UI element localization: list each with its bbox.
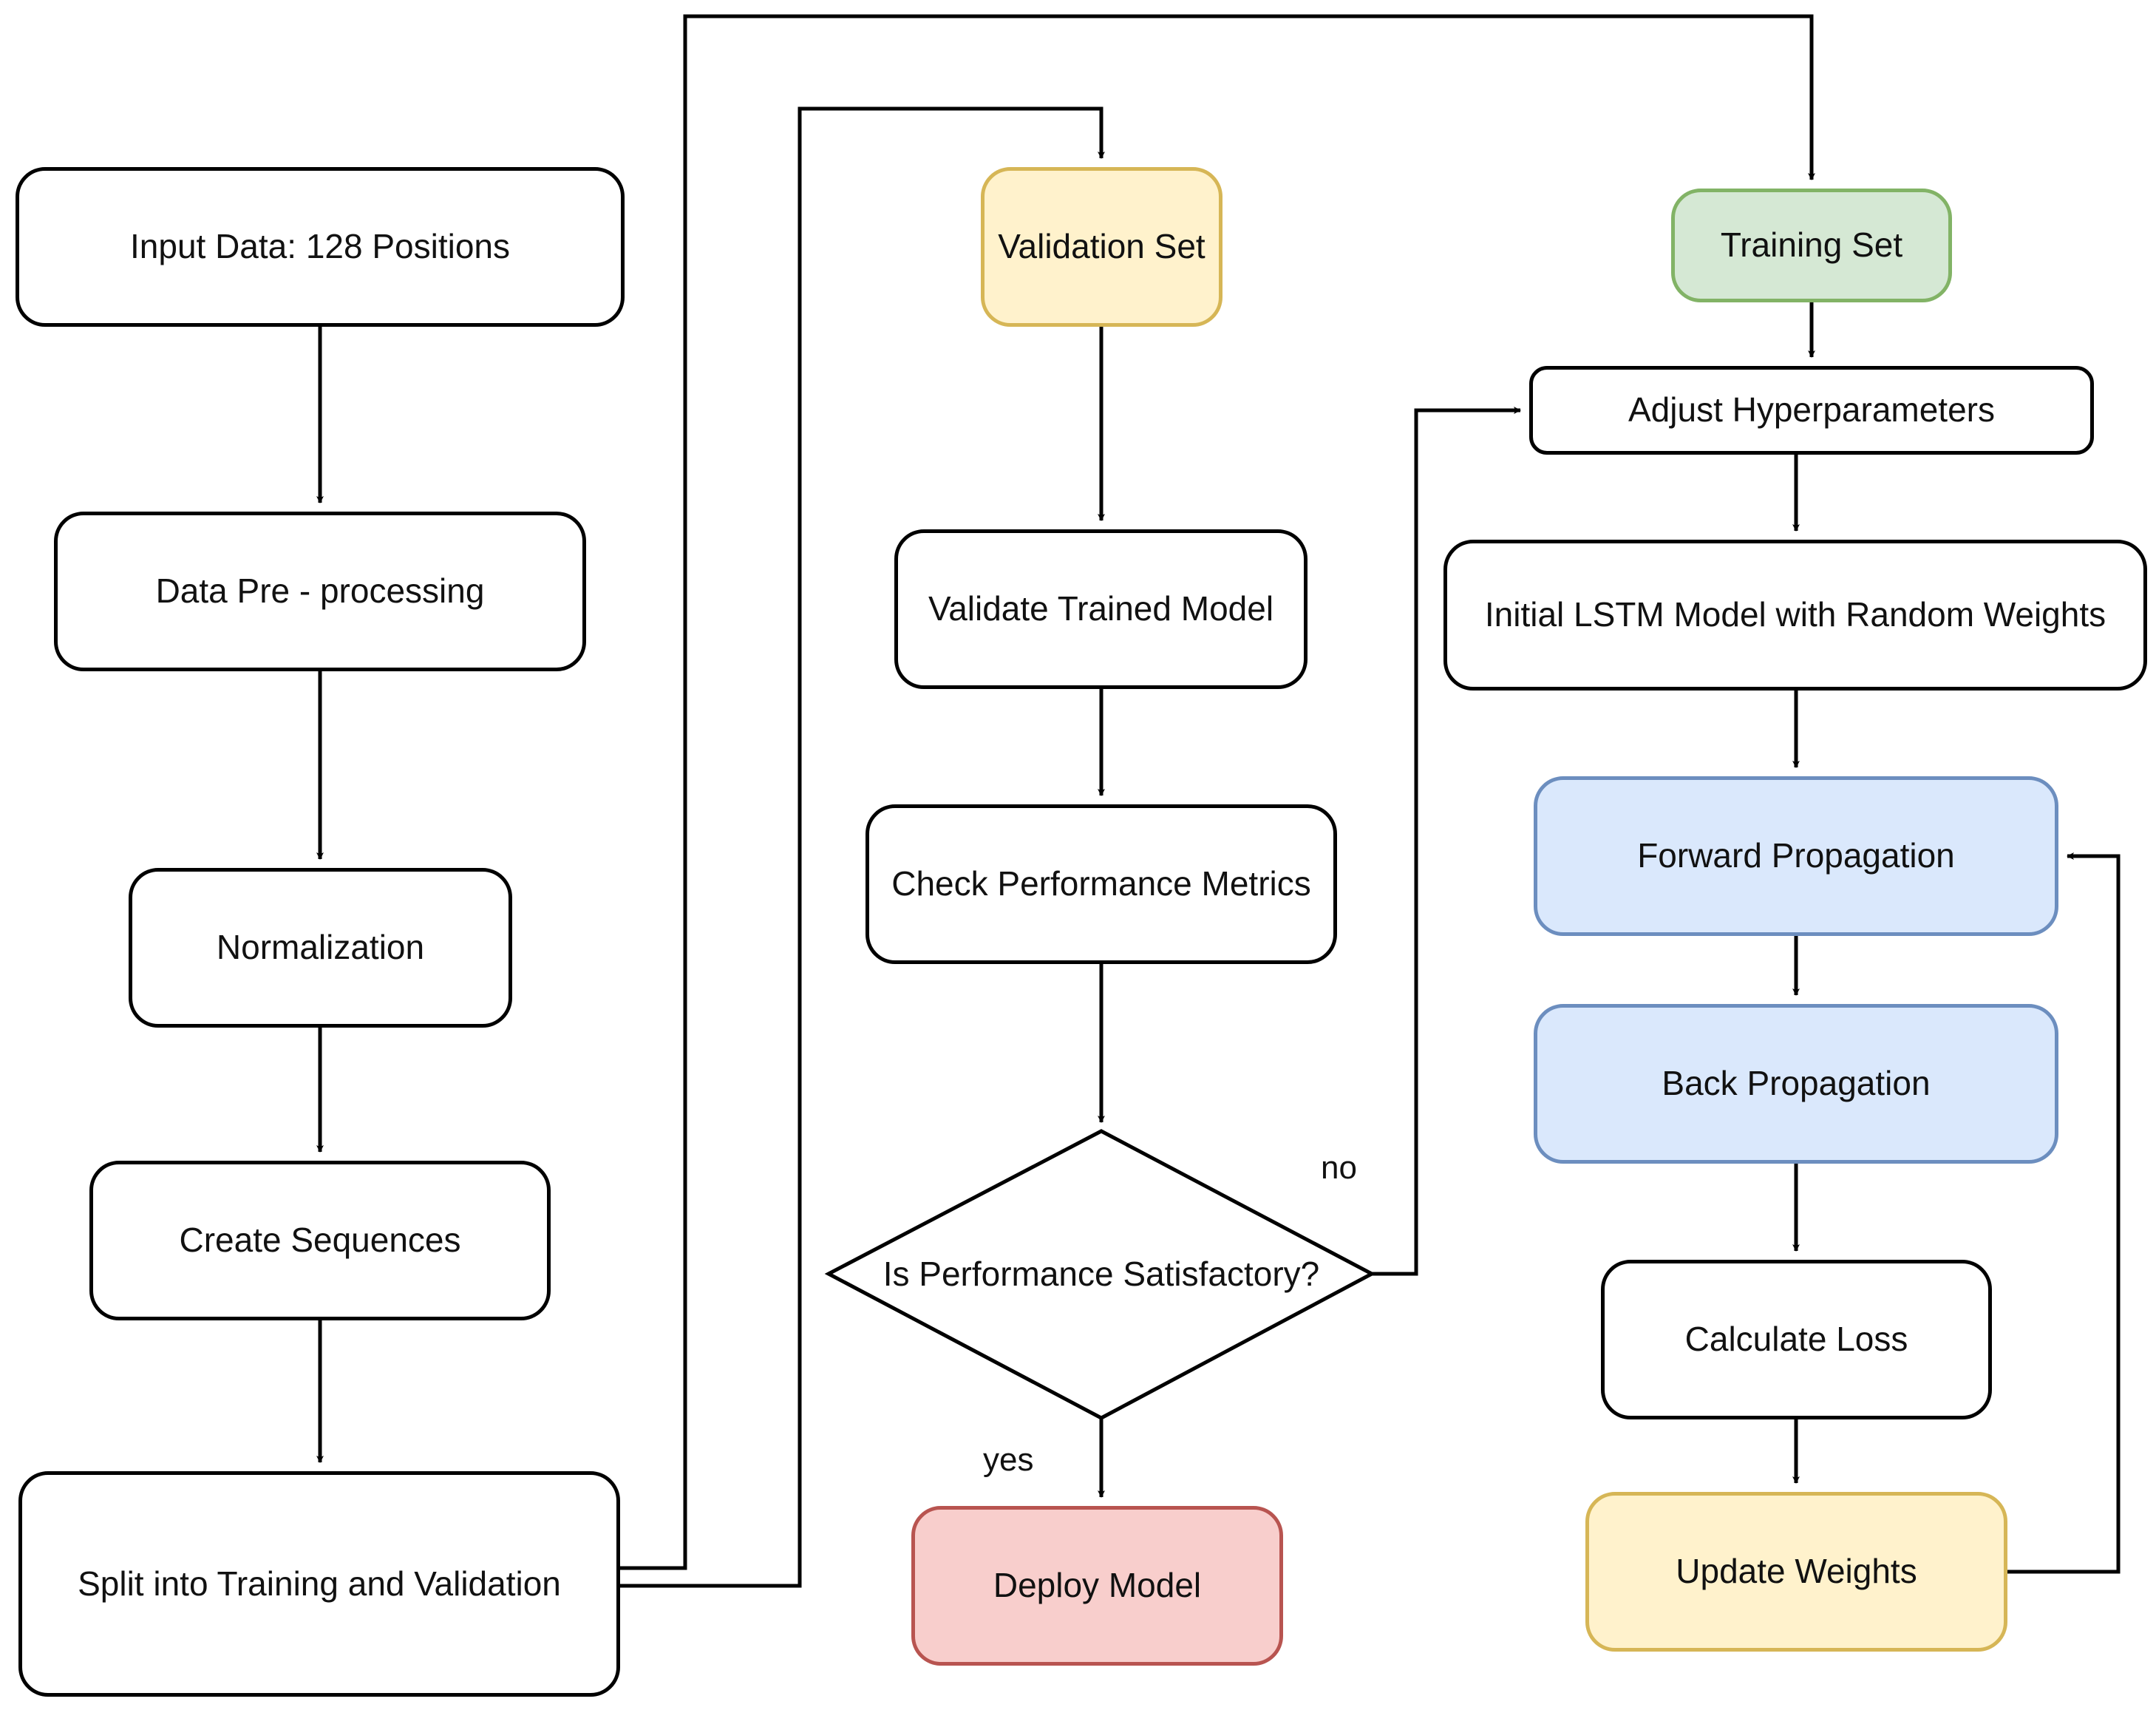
adjust-hyperparameters-node: Adjust Hyperparameters (1529, 366, 2094, 455)
input-data-node: Input Data: 128 Positions (16, 167, 625, 327)
validation-set-label: Validation Set (998, 227, 1205, 266)
edge-decision-no-to-adjust (1372, 407, 1521, 1276)
preprocessing-label: Data Pre - processing (155, 571, 485, 611)
training-set-label: Training Set (1720, 225, 1903, 265)
edge-label-yes: yes (983, 1442, 1034, 1478)
decision-label: Is Performance Satisfactory? (883, 1255, 1320, 1293)
check-metrics-node: Check Performance Metrics (866, 804, 1337, 964)
normalization-label: Normalization (216, 928, 425, 967)
split-label: Split into Training and Validation (78, 1564, 561, 1603)
forward-propagation-label: Forward Propagation (1637, 836, 1955, 875)
preprocessing-node: Data Pre - processing (54, 512, 586, 671)
check-metrics-label: Check Performance Metrics (891, 864, 1311, 903)
back-propagation-label: Back Propagation (1662, 1064, 1931, 1103)
initial-model-node: Initial LSTM Model with Random Weights (1443, 540, 2147, 691)
validate-model-label: Validate Trained Model (928, 589, 1274, 628)
normalization-node: Normalization (129, 868, 512, 1028)
edge-split-to-validation-set (620, 106, 1105, 1588)
training-set-node: Training Set (1671, 189, 1952, 302)
create-sequences-label: Create Sequences (179, 1221, 461, 1260)
edge-split-to-training-set (620, 14, 1815, 1570)
calculate-loss-label: Calculate Loss (1684, 1320, 1908, 1359)
input-data-label: Input Data: 128 Positions (130, 227, 510, 266)
back-propagation-node: Back Propagation (1534, 1004, 2058, 1164)
adjust-hyperparameters-label: Adjust Hyperparameters (1628, 390, 1995, 430)
validation-set-node: Validation Set (981, 167, 1222, 327)
edge-label-no: no (1321, 1150, 1357, 1186)
initial-model-label: Initial LSTM Model with Random Weights (1484, 595, 2106, 634)
validate-model-node: Validate Trained Model (894, 529, 1307, 689)
calculate-loss-node: Calculate Loss (1601, 1260, 1992, 1419)
create-sequences-node: Create Sequences (89, 1161, 551, 1320)
split-node: Split into Training and Validation (18, 1471, 620, 1697)
update-weights-node: Update Weights (1585, 1492, 2007, 1652)
decision-diamond-shape (824, 1129, 1376, 1420)
deploy-model-label: Deploy Model (993, 1566, 1202, 1605)
edge-update-loop-to-forward (2007, 852, 2121, 1574)
update-weights-label: Update Weights (1676, 1552, 1917, 1591)
forward-propagation-node: Forward Propagation (1534, 776, 2058, 936)
deploy-model-node: Deploy Model (911, 1506, 1283, 1666)
